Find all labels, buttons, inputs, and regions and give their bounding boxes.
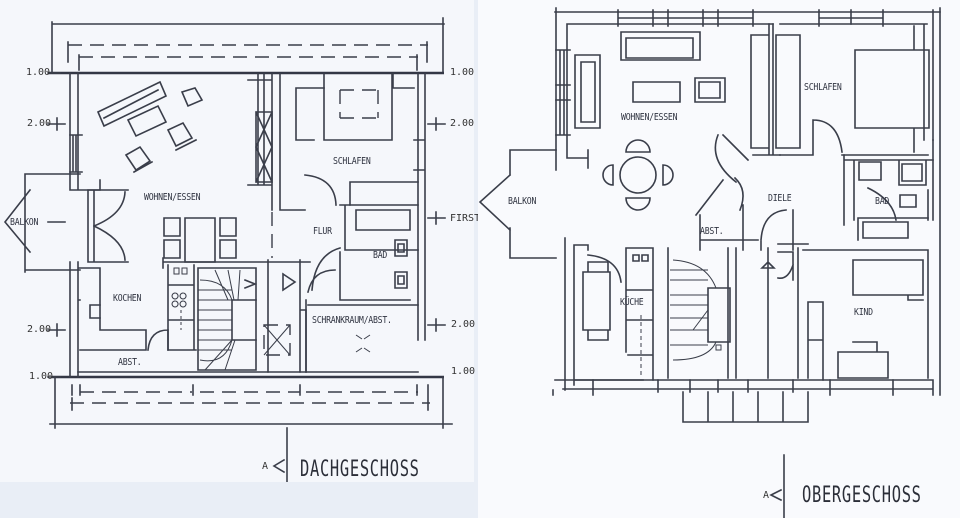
section-marker: A	[262, 461, 269, 472]
dimension-label: 2.00	[27, 324, 52, 335]
dimension-label: 2.00	[450, 118, 475, 129]
dimension-label: 2.00	[451, 319, 476, 330]
room-label-wohnen-essen: WOHNEN/ESSEN	[144, 192, 201, 203]
room-label-kueche: KÜCHE	[620, 297, 644, 308]
dimension-label: FIRST	[450, 213, 481, 224]
room-label-balkon: BALKON	[10, 217, 39, 228]
dimension-label: 2.00	[27, 118, 52, 129]
room-label-kind: KIND	[854, 307, 873, 318]
dimension-label: 1.00	[450, 67, 475, 78]
room-label-bad: BAD	[875, 196, 890, 207]
room-label-balkon: BALKON	[508, 196, 537, 207]
room-label-abst: ABST.	[700, 226, 724, 237]
plan-title-obergeschoss: OBERGESCHOSS	[802, 483, 922, 508]
room-label-schrankraum: SCHRANKRAUM/ABST.	[312, 315, 392, 326]
plan-title-dachgeschoss: DACHGESCHOSS	[300, 457, 420, 482]
room-label-wohnen-essen: WOHNEN/ESSEN	[621, 112, 678, 123]
dimension-label: 1.00	[26, 67, 51, 78]
dachgeschoss-plan-sheet: 1.00 2.00 2.00 1.00 1.00 2.00 FIRST 2.00…	[0, 0, 480, 482]
obergeschoss-plan-sheet: WOHNEN/ESSEN SCHLAFEN BALKON DIELE ABST.…	[478, 0, 960, 518]
room-label-abst: ABST.	[118, 357, 142, 368]
room-label-flur: FLUR	[313, 226, 332, 237]
room-label-schlafen: SCHLAFEN	[333, 156, 371, 167]
section-marker: A	[763, 490, 770, 501]
room-label-bad: BAD	[373, 250, 388, 261]
dimension-label: 1.00	[29, 371, 54, 382]
room-label-diele: DIELE	[768, 193, 792, 204]
dimension-label: 1.00	[451, 366, 476, 377]
room-label-kochen: KOCHEN	[113, 293, 142, 304]
obergeschoss-drawing	[478, 7, 941, 518]
room-label-schlafen: SCHLAFEN	[804, 82, 842, 93]
dachgeschoss-drawing	[3, 17, 453, 482]
